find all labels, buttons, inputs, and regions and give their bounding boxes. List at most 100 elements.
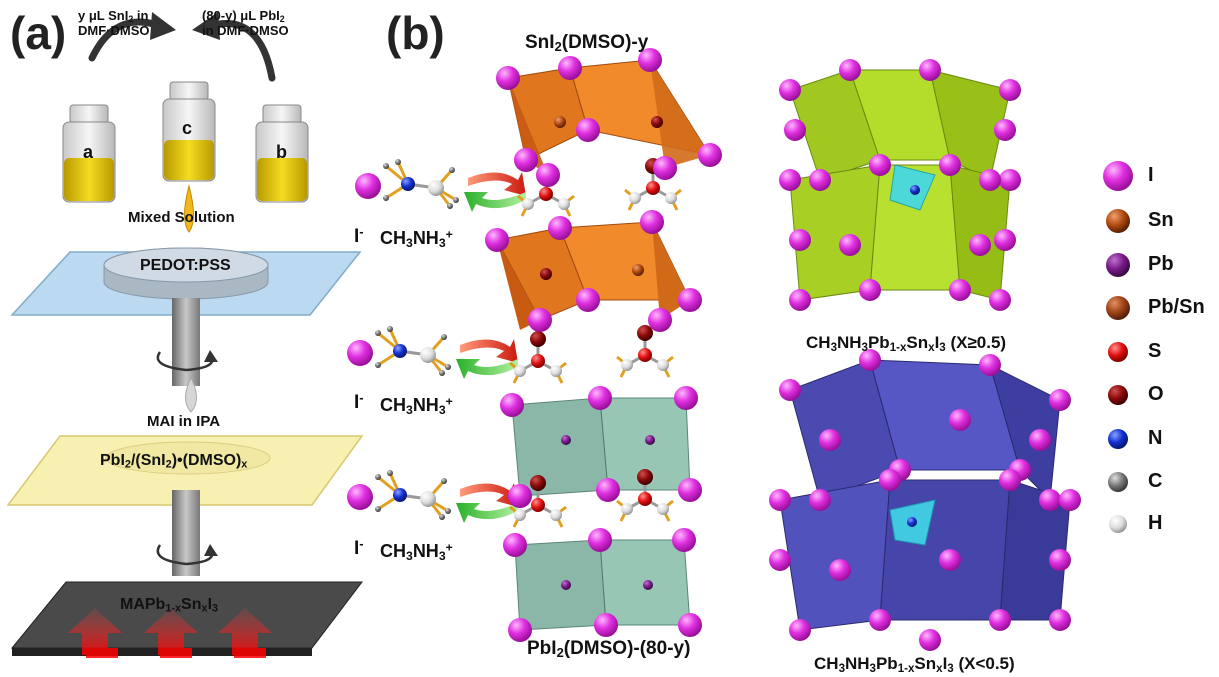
c-atom: [550, 365, 562, 377]
legend-label-pb: Pb: [1148, 253, 1174, 275]
curved-arrow-right: [206, 20, 276, 82]
o-atom: [637, 325, 653, 341]
heat-arrows: [68, 608, 272, 658]
iodide-atom: [949, 279, 971, 301]
iodide-atom: [576, 288, 600, 312]
iodide-atom: [485, 228, 509, 252]
h-atom: [375, 362, 381, 368]
iodide-atom: [819, 429, 841, 451]
c-atom: [550, 509, 562, 521]
iodide-atom: [347, 340, 373, 366]
h-atom: [445, 508, 451, 514]
iodide-atom: [558, 56, 582, 80]
iodide-atom: [869, 609, 891, 631]
iodide-atom: [979, 169, 1001, 191]
iodide-atom: [829, 559, 851, 581]
pb-atom: [561, 435, 571, 445]
c-atom: [657, 503, 669, 515]
perovskite-green: [789, 69, 1011, 301]
iodide-atom: [839, 234, 861, 256]
exchange-arrow-back: [456, 359, 518, 379]
s-atom: [638, 492, 652, 506]
iodide-atom: [859, 349, 881, 371]
c-atom: [621, 359, 633, 371]
iodide-atom: [869, 154, 891, 176]
iodide-atom: [859, 279, 881, 301]
vial-a: [62, 104, 116, 203]
iodide-atom: [939, 154, 961, 176]
iodide-atom: [999, 469, 1021, 491]
iodide-atom: [779, 169, 801, 191]
iodide-atom: [503, 533, 527, 557]
iodide-atom: [648, 308, 672, 332]
legend-label-n: N: [1148, 427, 1163, 449]
pbi2-layer-1: [511, 397, 691, 497]
c-atom: [621, 503, 633, 515]
h-atom: [387, 470, 393, 476]
arrowhead-right: [192, 12, 220, 40]
iodide-atom: [1029, 429, 1051, 451]
iodide-atom: [594, 613, 618, 637]
iodide-atom: [839, 59, 861, 81]
iodide-atom: [939, 549, 961, 571]
iodide-atom: [1049, 389, 1071, 411]
legend-label-pbsn: Pb/Sn: [1148, 296, 1205, 318]
vial-a-label: a: [83, 142, 94, 162]
vial-b: [255, 104, 309, 203]
legend-label-h: H: [1148, 512, 1163, 534]
rotation-arrow-2: [156, 544, 214, 566]
rotation-arrow-1: [156, 351, 214, 372]
iodide-atom: [989, 289, 1011, 311]
drop-mixed: [184, 184, 194, 233]
iodide-label-3: I-: [354, 536, 364, 559]
legend-label-o: O: [1148, 383, 1164, 405]
legend-label-i: I: [1148, 164, 1154, 186]
h-atom: [439, 514, 445, 520]
film-plate: [10, 581, 364, 649]
panel-a-label: (a): [10, 7, 67, 59]
iodide-atom: [1049, 609, 1071, 631]
h-atom: [387, 326, 393, 332]
iodide-atom: [879, 469, 901, 491]
s-atom: [531, 498, 545, 512]
exchange-arrow-forward: [460, 483, 518, 507]
pedot-label: PEDOT:PSS: [140, 257, 231, 274]
sn-atom: [651, 116, 663, 128]
iodide-atom: [640, 210, 664, 234]
iodide-atom: [994, 229, 1016, 251]
h-atom: [383, 195, 389, 201]
s-atom: [646, 181, 660, 195]
h-atom: [449, 167, 455, 173]
c-atom: [514, 365, 526, 377]
film-label: MAPb1-xSnxI3: [120, 596, 219, 615]
iodide-atom: [588, 386, 612, 410]
s-atom: [531, 354, 545, 368]
drop-mai: [185, 376, 197, 413]
iodide-atom: [508, 618, 532, 642]
c-atom: [665, 192, 677, 204]
c-atom: [514, 509, 526, 521]
h-atom: [441, 334, 447, 340]
exchange-arrow-back: [456, 503, 518, 523]
iodide-atom: [496, 66, 520, 90]
structure-caption-low-sn: CH3NH3Pb1-xSnxI3 (X<0.5): [814, 654, 1015, 675]
sn-atom: [632, 264, 644, 276]
pbi2-dmso-title: PbI2(DMSO)-(80-y): [527, 638, 691, 661]
s-atom: [539, 187, 553, 201]
iodide-atom: [919, 629, 941, 651]
iodide-atom: [784, 119, 806, 141]
iodide-atom: [789, 619, 811, 641]
iodide-atom: [548, 216, 572, 240]
h-atom: [445, 364, 451, 370]
ma-center: [907, 517, 917, 527]
h-atom: [375, 330, 381, 336]
h-atom: [375, 506, 381, 512]
sni2-layer-top: [507, 59, 712, 175]
n-atom: [393, 344, 407, 358]
h-atom: [383, 163, 389, 169]
h-atom: [453, 197, 459, 203]
arrowhead-left: [150, 12, 176, 40]
iodide-atom: [355, 173, 381, 199]
exchange-arrow-forward: [460, 339, 518, 363]
exchange-arrow-forward: [468, 172, 526, 196]
